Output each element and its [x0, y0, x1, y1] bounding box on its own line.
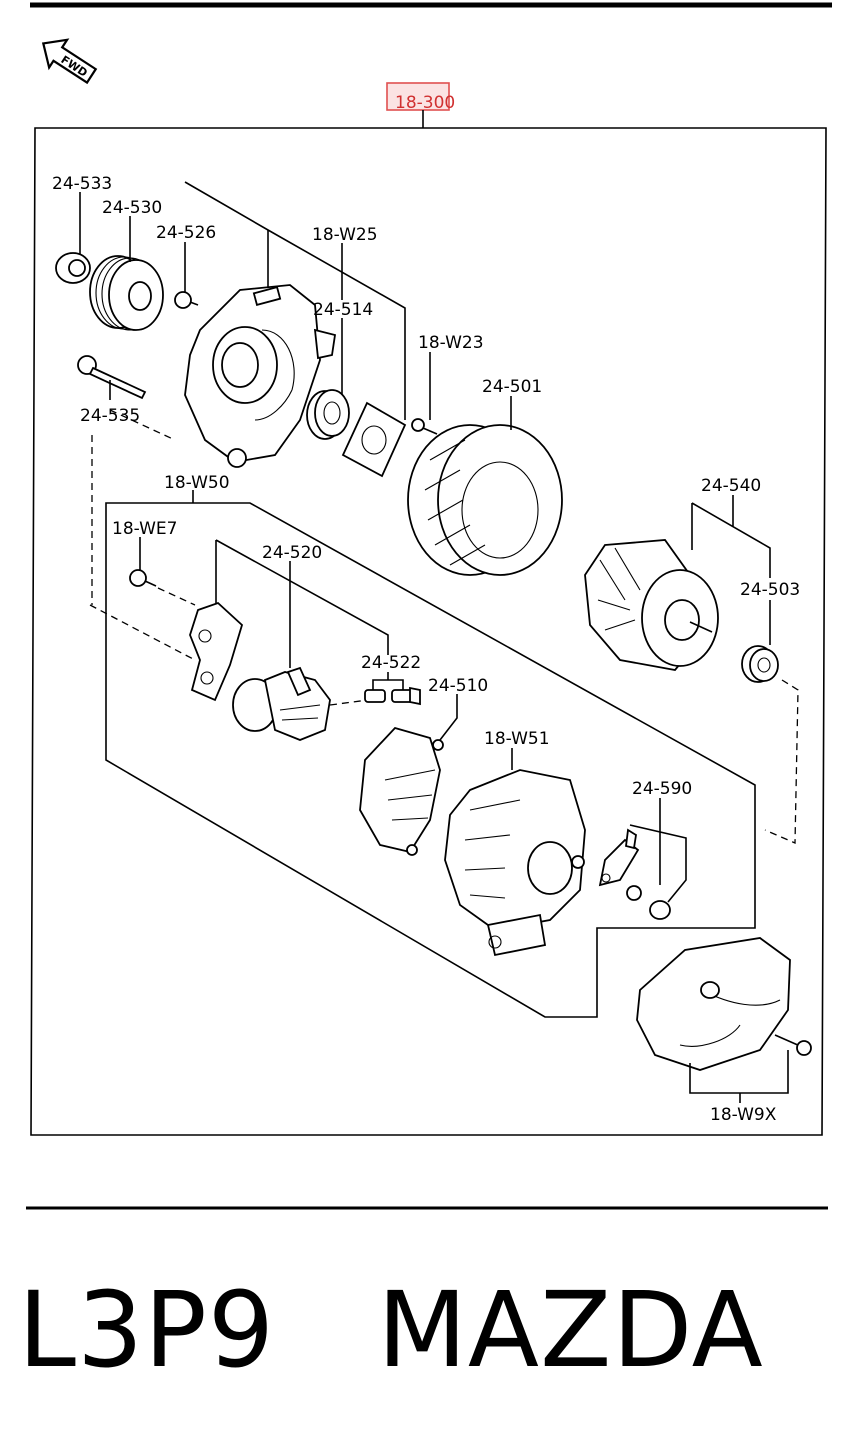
bolt-18-WE7[interactable] — [129, 569, 157, 587]
part-label-18-W51[interactable]: 18-W51 — [484, 729, 550, 749]
brush-bracket[interactable] — [189, 601, 244, 702]
bearing-24-514[interactable] — [306, 389, 350, 440]
rectifier-24-510[interactable] — [359, 726, 444, 856]
part-label-24-590[interactable]: 24-590 — [632, 779, 692, 799]
nut-24-533[interactable] — [55, 252, 91, 284]
part-label-18-WE7[interactable]: 18-WE7 — [112, 519, 177, 539]
part-label-24-520[interactable]: 24-520 — [262, 543, 322, 563]
part-label-18-W25[interactable]: 18-W25 — [312, 225, 378, 245]
brand-name: MAZDA — [377, 1269, 764, 1391]
brushes-24-522[interactable] — [364, 686, 421, 706]
part-label-24-514[interactable]: 24-514 — [313, 300, 373, 320]
terminal-24-590[interactable] — [598, 828, 671, 920]
rear-cover[interactable] — [636, 937, 791, 1071]
highlight-box[interactable] — [386, 82, 450, 111]
footer-caption: L3P9 MAZDA — [18, 1275, 858, 1385]
part-label-18-W50[interactable]: 18-W50 — [164, 473, 230, 493]
part-label-24-501[interactable]: 24-501 — [482, 377, 542, 397]
part-label-18-300[interactable]: 18-300 — [395, 93, 455, 113]
part-label-24-526[interactable]: 24-526 — [156, 223, 216, 243]
pulley-24-530[interactable] — [89, 255, 164, 331]
part-label-24-530[interactable]: 24-530 — [102, 198, 162, 218]
rotor-24-540[interactable] — [584, 539, 719, 671]
assembly-frame — [30, 127, 827, 1136]
part-label-24-533[interactable]: 24-533 — [52, 174, 112, 194]
part-label-24-535[interactable]: 24-535 — [80, 406, 140, 426]
part-label-24-503[interactable]: 24-503 — [740, 580, 800, 600]
rear-housing-18-W51[interactable] — [444, 769, 586, 957]
regulator-24-520[interactable] — [232, 666, 331, 741]
part-label-24-540[interactable]: 24-540 — [701, 476, 761, 496]
bearing-24-503[interactable] — [741, 645, 779, 683]
model-code: L3P9 — [18, 1269, 275, 1391]
bolt-24-526[interactable] — [174, 291, 199, 309]
retainer-plate[interactable] — [341, 401, 407, 478]
part-label-18-W23[interactable]: 18-W23 — [418, 333, 484, 353]
stator-24-501[interactable] — [407, 424, 563, 576]
part-label-18-W9X[interactable]: 18-W9X — [710, 1105, 777, 1125]
screw-18-W9X[interactable] — [774, 1034, 812, 1056]
bolt-24-535[interactable] — [77, 355, 147, 400]
screw-18-W23[interactable] — [411, 418, 438, 435]
part-label-24-510[interactable]: 24-510 — [428, 676, 488, 696]
part-label-24-522[interactable]: 24-522 — [361, 653, 421, 673]
front-housing[interactable] — [184, 284, 337, 468]
fwd-arrow-icon: FWD — [41, 38, 98, 85]
